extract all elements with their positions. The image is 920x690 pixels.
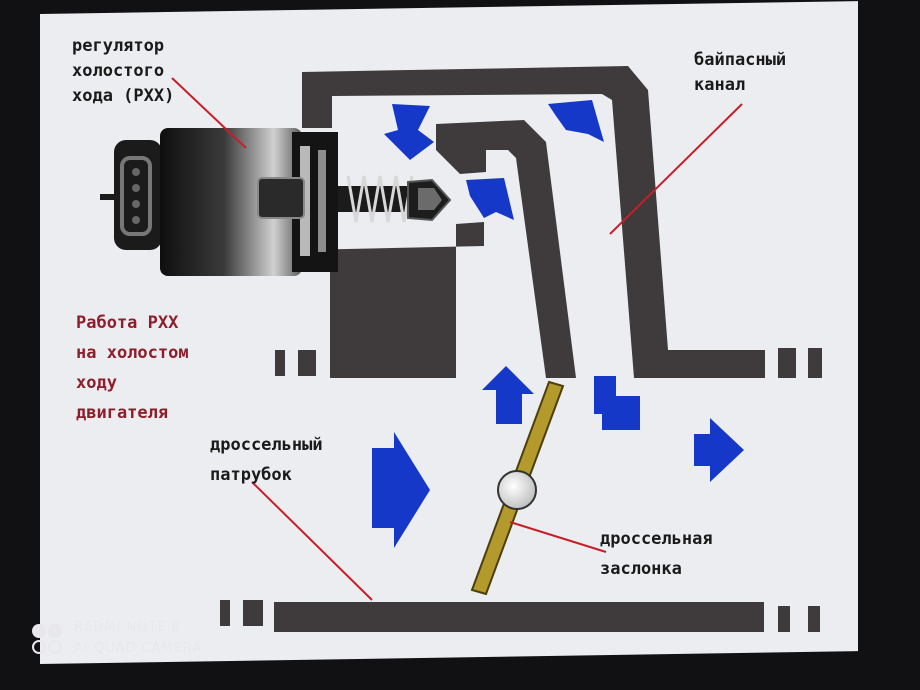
label-throttle-valve: дроссельная заслонка [600,524,713,584]
label-line: холостого [72,61,165,81]
label-line: хода (РХХ) [72,86,175,106]
bottom-stub-b [243,600,263,626]
caption-line: Работа РХХ [76,313,179,333]
leader-lines [171,77,743,601]
throttle-valve [470,380,565,596]
flow-arrow-icon [384,104,434,160]
flange-ring [318,150,326,252]
label-line: заслонка [600,559,682,579]
leader-rxx [171,77,247,149]
throttle-pivot [497,470,537,510]
label-line: байпасный [694,50,787,70]
caption-idle-operation: Работа РХХ на холостом ходу двигателя [76,308,189,428]
right-pipe-stub-a [778,348,796,378]
label-line: патрубок [210,465,292,485]
bypass-inner-wall [436,120,576,378]
connector-pin [132,184,140,192]
upper-pipe-stub-b [298,350,316,376]
connector-pin [132,168,140,176]
air-flow-arrows [372,100,744,548]
shaft-sleeve [257,177,305,219]
flow-arrow-icon [694,418,744,482]
label-throttle-body: дроссельный патрубок [210,430,323,490]
connector-pin [132,216,140,224]
flow-arrow-icon [482,366,534,424]
label-rxx-regulator: регулятор холостого хода (РХХ) [72,34,174,109]
label-line: канал [694,75,746,95]
watermark-model: REDMI NOTE 8 [74,620,181,635]
flow-arrow-icon [548,100,604,142]
lower-inner-wall [300,222,484,378]
flow-arrow-icon [594,376,640,430]
bottom-stub-a [220,600,230,626]
needle-highlight [418,188,442,210]
label-line: регулятор [72,36,165,56]
leader-bypass [609,103,743,235]
label-bypass-channel: байпасный канал [694,48,786,98]
label-line: дроссельная [600,529,713,549]
motor-housing [160,128,302,276]
idle-air-control-valve [100,128,452,276]
bypass-channel [220,66,822,632]
watermark-camera: AI QUAD CAMERA [74,641,203,656]
caption-line: на холостом [76,343,189,363]
bottom-stub-c [778,606,790,632]
caption-line: ходу [76,373,117,393]
connector-socket [120,156,152,236]
flow-arrow-icon [372,432,430,548]
right-pipe-stub-b [808,348,822,378]
leader-throttle-body [251,481,373,601]
bypass-outer-wall [302,66,765,378]
throttle-body-bottom-wall [274,602,764,632]
plunger-spring [346,175,414,223]
label-line: дроссельный [210,435,323,455]
flow-arrow-icon [466,178,514,220]
caption-line: двигателя [76,403,169,423]
camera-watermark-logo-icon [32,624,62,654]
upper-pipe-stub-a [275,350,285,376]
connector-tab [100,194,116,200]
bottom-stub-d [808,606,820,632]
leader-throttle-valve [509,521,607,553]
connector-pin [132,200,140,208]
